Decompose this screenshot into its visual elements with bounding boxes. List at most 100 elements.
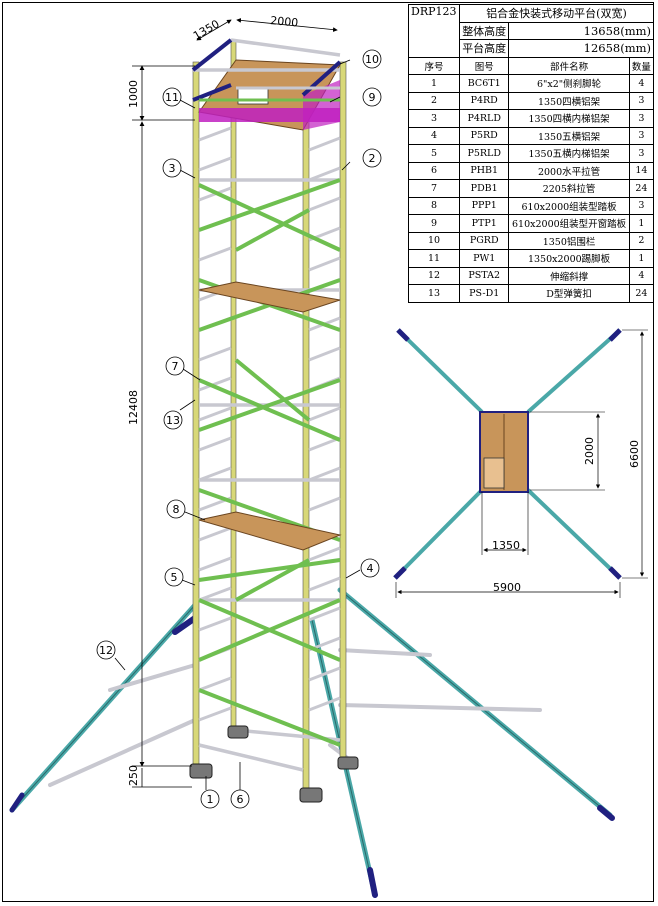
bom-cell-part-no: PPP1 xyxy=(458,196,510,215)
bom-cell-qty: 3 xyxy=(628,196,655,215)
bom-cell-qty: 4 xyxy=(628,266,655,285)
bom-cell-qty: 4 xyxy=(628,74,655,93)
bom-cell-part-name: 1350四横铝架 xyxy=(508,91,630,110)
overall-height-value: 13658(mm) xyxy=(508,21,654,40)
bom-cell-qty: 14 xyxy=(628,161,655,180)
bom-cell-part-no: P5RLD xyxy=(458,144,510,163)
dim-length: 2000 xyxy=(270,14,299,29)
platform-height-value: 12658(mm) xyxy=(508,39,654,58)
bom-cell-index: 6 xyxy=(408,161,460,180)
bom-cell-index: 7 xyxy=(408,179,460,198)
bom-cell-qty: 1 xyxy=(628,249,655,268)
plan-view xyxy=(393,328,648,598)
bom-cell-qty: 24 xyxy=(628,179,655,198)
bom-cell-part-name: 2205斜拉管 xyxy=(508,179,630,198)
platform-height-label: 平台高度 xyxy=(458,39,510,58)
bom-cell-part-name: 1350铝围栏 xyxy=(508,231,630,250)
bom-cell-index: 4 xyxy=(408,126,460,145)
overall-height-label: 整体高度 xyxy=(458,21,510,40)
bom-cell-index: 3 xyxy=(408,109,460,128)
balloon-2: 2 xyxy=(369,152,376,165)
bom-cell-index: 13 xyxy=(408,284,460,303)
balloon-7: 7 xyxy=(172,360,179,373)
top-guardrail xyxy=(191,38,342,130)
bom-cell-index: 12 xyxy=(408,266,460,285)
tower-uprights xyxy=(192,39,347,796)
drawing-title: 铝合金快装式移动平台(双宽) xyxy=(458,4,655,23)
dim-base: 250 xyxy=(127,765,140,786)
col-part-no: 图号 xyxy=(458,56,510,75)
bom-cell-index: 11 xyxy=(408,249,460,268)
bom-cell-part-name: 1350五横内梯铝架 xyxy=(508,144,630,163)
plan-dim-length: 2000 xyxy=(583,437,596,465)
casters xyxy=(189,725,359,803)
bom-cell-part-no: PW1 xyxy=(458,249,510,268)
bom-header-row: 序号 图号 部件名称 数量 xyxy=(408,56,655,75)
col-index: 序号 xyxy=(408,56,460,75)
dim-width: 1350 xyxy=(191,17,222,42)
bom-cell-part-name: D型弹簧扣 xyxy=(508,284,630,303)
bom-cell-part-no: P4RLD xyxy=(458,109,510,128)
bom-cell-index: 10 xyxy=(408,231,460,250)
balloon-5: 5 xyxy=(171,571,178,584)
bom-cell-qty: 24 xyxy=(628,284,655,303)
balloon-10: 10 xyxy=(365,53,379,66)
bom-cell-part-no: PTP1 xyxy=(458,214,510,233)
bom-cell-part-name: 1350五横铝架 xyxy=(508,126,630,145)
bom-cell-qty: 1 xyxy=(628,214,655,233)
horizontal-braces xyxy=(198,178,341,772)
bom-cell-index: 2 xyxy=(408,91,460,110)
dimension-lines xyxy=(132,18,338,788)
col-part-name: 部件名称 xyxy=(508,56,630,75)
balloon-1: 1 xyxy=(207,793,214,806)
bom-cell-index: 8 xyxy=(408,196,460,215)
dim-height: 12408 xyxy=(127,390,140,425)
balloon-labels: 1 2 3 4 5 6 7 8 9 10 11 12 13 xyxy=(99,53,379,806)
balloon-12: 12 xyxy=(99,644,113,657)
bom-cell-part-no: PSTA2 xyxy=(458,266,510,285)
bom-cell-part-name: 2000水平拉管 xyxy=(508,161,630,180)
balloon-9: 9 xyxy=(369,91,376,104)
bom-cell-part-name: 610x2000组装型踏板 xyxy=(508,196,630,215)
balloon-6: 6 xyxy=(237,793,244,806)
bom-cell-index: 5 xyxy=(408,144,460,163)
balloon-3: 3 xyxy=(169,162,176,175)
bom-cell-qty: 3 xyxy=(628,126,655,145)
bom-cell-part-name: 伸缩斜撑 xyxy=(508,266,630,285)
plan-dim-width: 1350 xyxy=(492,539,520,552)
bom-cell-index: 9 xyxy=(408,214,460,233)
bom-cell-part-no: P5RD xyxy=(458,126,510,145)
bom-cell-qty: 3 xyxy=(628,109,655,128)
bom-cell-qty: 2 xyxy=(628,231,655,250)
bom-cell-part-no: PHB1 xyxy=(458,161,510,180)
plan-dim-span-x: 5900 xyxy=(493,581,521,594)
bom-cell-part-no: PS-D1 xyxy=(458,284,510,303)
bom-cell-index: 1 xyxy=(408,74,460,93)
outriggers xyxy=(9,587,615,898)
bom-cell-part-name: 1350四横内梯铝架 xyxy=(508,109,630,128)
bom-cell-part-no: P4RD xyxy=(458,91,510,110)
bom-cell-qty: 3 xyxy=(628,91,655,110)
bom-cell-part-name: 610x2000组装型开窗踏板 xyxy=(508,214,630,233)
bom-cell-qty: 3 xyxy=(628,144,655,163)
balloon-11: 11 xyxy=(165,91,179,104)
bom-cell-part-no: BC6T1 xyxy=(458,74,510,93)
part-balloons xyxy=(96,49,382,809)
bom-cell-part-no: PDB1 xyxy=(458,179,510,198)
drawing-code: DRP123 xyxy=(408,4,460,58)
